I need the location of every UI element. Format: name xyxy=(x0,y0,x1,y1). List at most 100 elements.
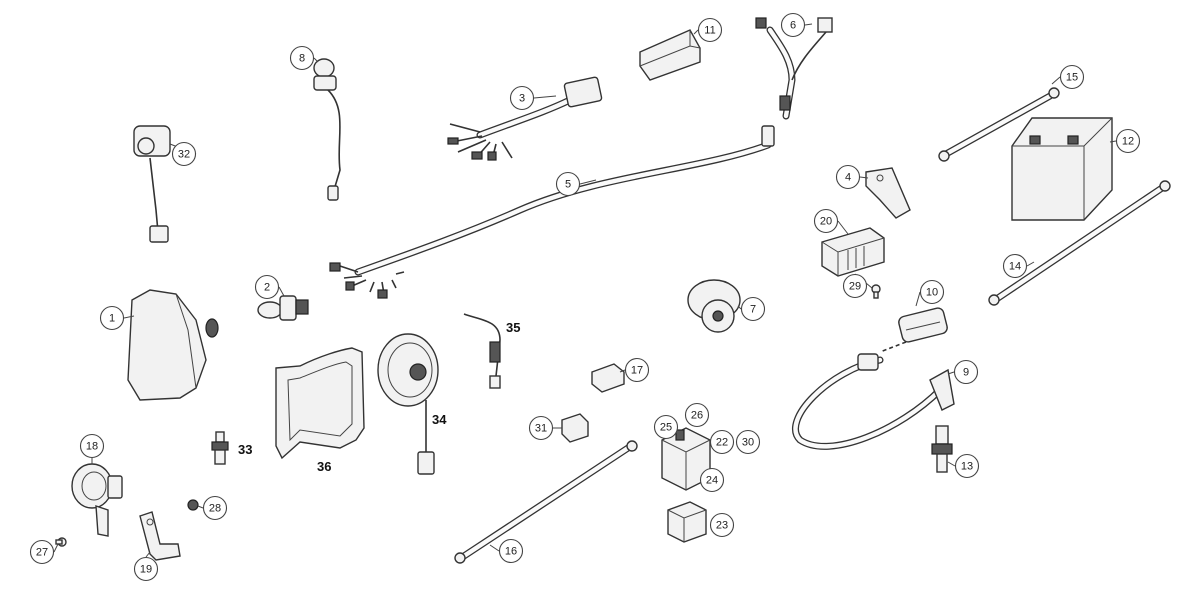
callout-23: 23 xyxy=(709,512,735,538)
callout-circle xyxy=(709,512,735,538)
callout-circle xyxy=(954,453,980,479)
callout-number: 10 xyxy=(926,287,938,299)
callout-13: 13 xyxy=(954,453,980,479)
callout-circle xyxy=(624,357,650,383)
temperature-sensor-part xyxy=(211,431,229,465)
sensor-part-8 xyxy=(313,58,341,201)
callout-number: 9 xyxy=(963,367,969,379)
callout-number: 3 xyxy=(519,93,525,105)
callout-number: 25 xyxy=(660,422,672,434)
ignition-coil-part xyxy=(879,307,948,353)
callout-circle xyxy=(699,467,725,493)
battery-part xyxy=(1011,117,1113,221)
callout-16: 16 xyxy=(498,538,524,564)
callout-20: 20 xyxy=(813,208,839,234)
handlebar-switch-part xyxy=(133,125,171,243)
callout-number: 19 xyxy=(140,564,152,576)
callout-14: 14 xyxy=(1002,253,1028,279)
callout-number: 6 xyxy=(790,20,796,32)
callout-circle xyxy=(1059,64,1085,90)
callout-8: 8 xyxy=(289,45,315,71)
part-label-35: 35 xyxy=(506,320,520,335)
callout-circle xyxy=(842,273,868,299)
harness-part-3 xyxy=(447,76,603,161)
nut-part xyxy=(187,499,199,511)
callout-9: 9 xyxy=(953,359,979,385)
callout-27: 27 xyxy=(29,539,55,565)
flasher-relay-part xyxy=(561,413,589,443)
callout-circle xyxy=(133,556,159,582)
main-harness-part xyxy=(329,17,833,299)
callout-circle xyxy=(99,305,125,331)
callout-circle xyxy=(1115,128,1141,154)
callout-number: 28 xyxy=(209,503,221,515)
callout-group: 1234567891011121314151617181920222324252… xyxy=(29,12,1141,582)
callout-number: 15 xyxy=(1066,72,1078,84)
callout-19: 19 xyxy=(133,556,159,582)
callout-5: 5 xyxy=(555,171,581,197)
callout-circle xyxy=(29,539,55,565)
callout-number: 7 xyxy=(750,304,756,316)
callout-number: 1 xyxy=(109,313,115,325)
callout-26: 26 xyxy=(684,402,710,428)
callout-number: 27 xyxy=(36,547,48,559)
callout-number: 30 xyxy=(742,437,754,449)
callout-circle xyxy=(254,274,280,300)
callout-24: 24 xyxy=(699,467,725,493)
callout-25: 25 xyxy=(653,414,679,440)
cable-part-16 xyxy=(454,440,638,564)
callout-number: 29 xyxy=(849,281,861,293)
callout-22: 22 xyxy=(709,429,735,455)
bolt-part-29 xyxy=(871,284,881,299)
callout-12: 12 xyxy=(1115,128,1141,154)
callout-number: 20 xyxy=(820,216,832,228)
callout-number: 12 xyxy=(1122,136,1134,148)
callout-11: 11 xyxy=(697,17,723,43)
callout-1: 1 xyxy=(99,305,125,331)
headlight-bulb-part xyxy=(257,295,309,321)
callout-circle xyxy=(509,85,535,111)
fan-shroud-part xyxy=(275,347,365,460)
callout-3: 3 xyxy=(509,85,535,111)
spark-plug-lead-part xyxy=(792,353,955,450)
callout-number: 16 xyxy=(505,546,517,558)
battery-cable-part-15 xyxy=(938,87,1060,162)
bracket-part-4 xyxy=(865,167,911,219)
horn-bracket-part xyxy=(139,511,181,561)
callout-circle xyxy=(780,12,806,38)
callout-circle xyxy=(171,141,197,167)
cdi-module-part xyxy=(639,29,701,81)
spark-plug-part xyxy=(931,425,953,473)
callout-circle xyxy=(202,495,228,521)
ground-cable-part-14 xyxy=(988,180,1171,306)
callout-31: 31 xyxy=(528,415,554,441)
callout-number: 24 xyxy=(706,475,718,487)
callout-circle xyxy=(528,415,554,441)
cooling-fan-part xyxy=(377,333,439,475)
callout-circle xyxy=(697,17,723,43)
callout-2: 2 xyxy=(254,274,280,300)
callout-circle xyxy=(919,279,945,305)
horn-part xyxy=(71,463,123,537)
callout-number: 4 xyxy=(845,172,851,184)
callout-number: 14 xyxy=(1009,261,1021,273)
headlight-part xyxy=(127,289,219,401)
callout-29: 29 xyxy=(842,273,868,299)
callout-number: 13 xyxy=(961,461,973,473)
callout-circle xyxy=(653,414,679,440)
callout-number: 2 xyxy=(264,282,270,294)
callout-circle xyxy=(555,171,581,197)
callout-number: 18 xyxy=(86,441,98,453)
callout-number: 32 xyxy=(178,149,190,161)
callout-28: 28 xyxy=(202,495,228,521)
callout-number: 22 xyxy=(716,437,728,449)
callout-10: 10 xyxy=(919,279,945,305)
callout-circle xyxy=(498,538,524,564)
callout-circle xyxy=(835,164,861,190)
screw-part xyxy=(55,537,67,547)
callout-circle xyxy=(1002,253,1028,279)
callout-18: 18 xyxy=(79,433,105,459)
callout-circle xyxy=(79,433,105,459)
callout-15: 15 xyxy=(1059,64,1085,90)
